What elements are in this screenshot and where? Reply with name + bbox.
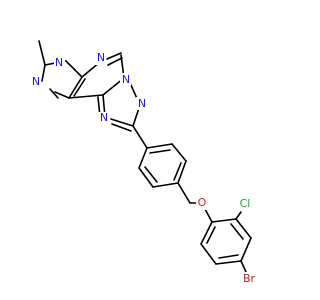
- bond: [49, 88, 59, 99]
- bond: [68, 94, 104, 99]
- atom-n1-label: N: [32, 75, 40, 88]
- bond: [110, 118, 134, 127]
- bond: [171, 143, 187, 162]
- bond: [200, 221, 213, 245]
- bond: [218, 254, 239, 259]
- bond: [107, 57, 123, 66]
- atom-n5-label: N: [138, 97, 146, 110]
- bond: [149, 149, 171, 154]
- bond: [106, 52, 122, 60]
- atom-n6: N: [98, 111, 109, 125]
- bond: [200, 243, 217, 265]
- bond: [235, 211, 242, 220]
- atom-br-label: Br: [243, 272, 256, 285]
- bond: [111, 123, 132, 132]
- bond: [177, 182, 191, 204]
- atom-n2: N: [54, 56, 65, 70]
- atom-labels: N N N N N N O Cl: [30, 51, 258, 286]
- atom-cl: Cl: [236, 197, 253, 211]
- bond: [215, 260, 242, 265]
- bond: [211, 218, 237, 223]
- bond: [138, 147, 148, 169]
- atom-o-label: O: [198, 196, 207, 209]
- atom-n1: N: [30, 75, 41, 88]
- bond: [38, 40, 46, 66]
- atom-n3-label: N: [97, 51, 105, 64]
- atom-o: O: [196, 196, 207, 210]
- atom-cl-label: Cl: [240, 197, 251, 210]
- atom-n5: N: [136, 97, 147, 110]
- bond: [177, 160, 187, 184]
- atom-br: Br: [240, 272, 258, 286]
- atom-n4-label: N: [122, 73, 130, 86]
- bond: [54, 91, 70, 99]
- atom-n3: N: [95, 51, 106, 65]
- bond: [146, 143, 173, 149]
- atom-n6-label: N: [100, 111, 108, 124]
- bond: [240, 260, 247, 273]
- atom-n4: N: [120, 73, 131, 86]
- bond: [138, 167, 154, 188]
- bond: [41, 64, 46, 82]
- atom-n2-label: N: [55, 56, 63, 69]
- bond: [173, 162, 182, 181]
- molecule-structure: N N N N N N O Cl: [30, 40, 258, 286]
- bond: [132, 125, 148, 149]
- bond: [152, 182, 179, 188]
- bond: [204, 208, 213, 223]
- bond-layer: [38, 40, 252, 273]
- bond: [206, 226, 216, 244]
- bond: [68, 76, 83, 99]
- bond: [235, 218, 252, 239]
- bond: [144, 166, 158, 183]
- bond: [65, 60, 83, 78]
- bond: [230, 223, 244, 240]
- bond: [240, 237, 252, 262]
- bond: [73, 78, 86, 97]
